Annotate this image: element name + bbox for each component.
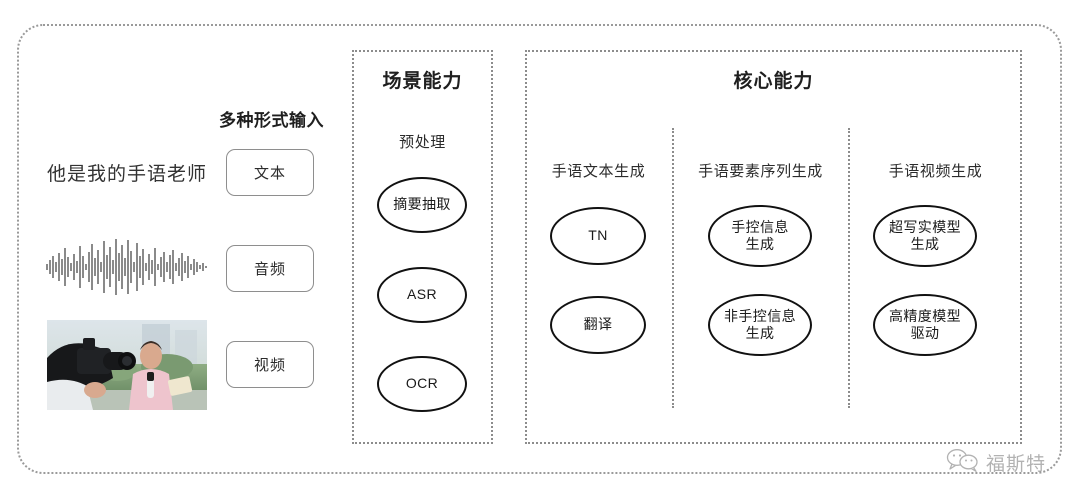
scene-node-summary-extraction-label: 摘要抽取 [393, 196, 451, 213]
core-node-tn[interactable]: TN [550, 207, 646, 265]
modality-pill-audio-label: 音频 [253, 261, 286, 278]
modality-pill-text[interactable]: 文本 [226, 149, 314, 196]
watermark: 福斯特 [946, 448, 1046, 477]
core-column-label-video-generation: 手语视频生成 [888, 163, 983, 180]
input-section-heading: 多种形式输入 [219, 111, 324, 130]
core-node-translation[interactable]: 翻译 [550, 296, 646, 354]
waveform-icon [42, 236, 214, 298]
modality-pill-video[interactable]: 视频 [226, 341, 314, 388]
core-capability-box [525, 50, 1022, 444]
core-node-high-precision-model-driving[interactable]: 高精度模型驱动 [873, 294, 977, 356]
scene-capability-title: 场景能力 [382, 71, 463, 92]
scene-column-label-preprocess: 预处理 [399, 134, 446, 151]
modality-pill-audio[interactable]: 音频 [226, 245, 314, 292]
core-column-label-text-generation: 手语文本生成 [551, 163, 646, 180]
core-node-translation-label: 翻译 [583, 316, 613, 333]
scene-node-asr[interactable]: ASR [377, 267, 467, 323]
core-column-divider-1 [672, 128, 674, 408]
sample-input-text: 他是我的手语老师 [47, 164, 208, 185]
core-capability-title: 核心能力 [733, 71, 814, 92]
modality-pill-video-label: 视频 [253, 357, 286, 374]
core-node-manual-info-generation[interactable]: 手控信息生成 [708, 205, 812, 267]
scene-node-summary-extraction[interactable]: 摘要抽取 [377, 177, 467, 233]
core-node-hyperrealistic-model-generation-label: 超写实模型生成 [889, 218, 961, 253]
core-column-divider-2 [848, 128, 850, 408]
core-node-nonmanual-info-generation[interactable]: 非手控信息生成 [708, 294, 812, 356]
core-column-label-element-sequence: 手语要素序列生成 [698, 163, 823, 180]
wechat-icon [946, 448, 980, 477]
video-thumbnail-icon [47, 320, 207, 410]
watermark-text: 福斯特 [985, 454, 1046, 475]
scene-node-ocr-label: OCR [405, 375, 439, 392]
outer-frame [17, 24, 1062, 474]
scene-capability-box [352, 50, 493, 444]
core-node-nonmanual-info-generation-label: 非手控信息生成 [724, 307, 796, 342]
core-node-hyperrealistic-model-generation[interactable]: 超写实模型生成 [873, 205, 977, 267]
core-node-manual-info-generation-label: 手控信息生成 [731, 218, 789, 253]
core-node-high-precision-model-driving-label: 高精度模型驱动 [889, 307, 961, 342]
modality-pill-text-label: 文本 [253, 165, 286, 182]
scene-node-ocr[interactable]: OCR [377, 356, 467, 412]
scene-node-asr-label: ASR [407, 286, 437, 303]
core-node-tn-label: TN [588, 227, 608, 244]
